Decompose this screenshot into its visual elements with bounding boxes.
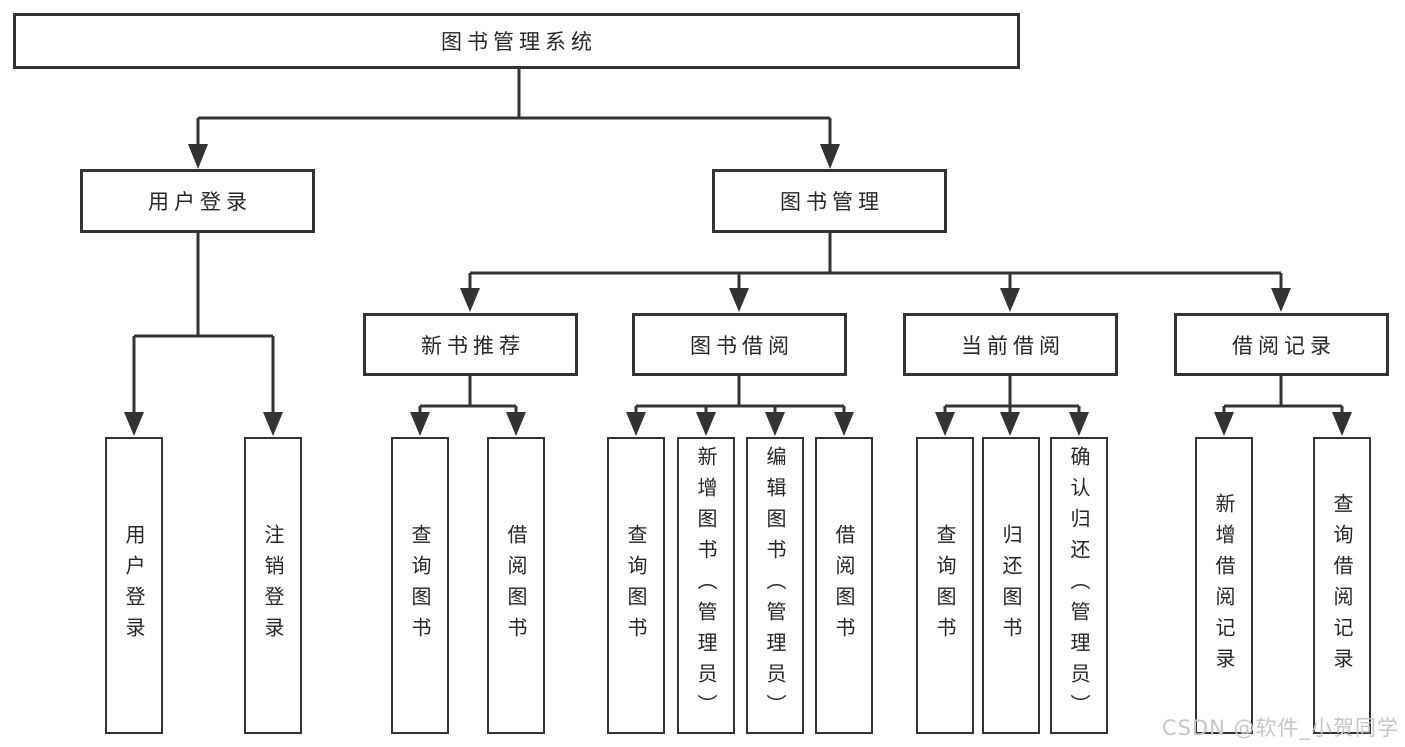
node-user-login: 用户登录 [80, 169, 315, 233]
leaf-add-borrow-record: 新增借阅记录 [1195, 437, 1253, 734]
leaf-label: 查询借阅记录 [1330, 492, 1354, 679]
node-label: 新书推荐 [421, 333, 525, 358]
node-new-book-recommend: 新书推荐 [363, 313, 578, 376]
leaf-label: 确认归还（管理员） [1067, 446, 1091, 725]
leaf-edit-books-admin: 编辑图书（管理员） [746, 437, 804, 734]
node-root-library-system: 图书管理系统 [13, 13, 1020, 69]
node-borrow-records: 借阅记录 [1174, 313, 1389, 376]
leaf-borrow-books: 借阅图书 [815, 437, 873, 734]
leaf-label: 归还图书 [999, 523, 1023, 648]
leaf-label: 借阅图书 [832, 523, 856, 648]
leaf-return-books: 归还图书 [982, 437, 1040, 734]
leaf-label: 用户登录 [122, 523, 146, 648]
leaf-label: 编辑图书（管理员） [763, 446, 787, 725]
leaf-label: 查询图书 [408, 523, 432, 648]
node-label: 借阅记录 [1232, 333, 1336, 358]
leaf-label: 新增借阅记录 [1212, 492, 1236, 679]
node-label: 图书管理系统 [441, 30, 597, 54]
leaf-user-login: 用户登录 [105, 437, 163, 734]
csdn-watermark: CSDN @软件_小贺同学 [1161, 716, 1399, 740]
leaf-query-books-borrow: 查询图书 [607, 437, 665, 734]
node-current-borrow: 当前借阅 [903, 313, 1118, 376]
leaf-query-books-current: 查询图书 [916, 437, 974, 734]
leaf-logout: 注销登录 [244, 437, 302, 734]
leaf-query-borrow-record: 查询借阅记录 [1313, 437, 1371, 734]
leaf-borrow-books-recommend: 借阅图书 [487, 437, 545, 734]
leaf-label: 查询图书 [933, 523, 957, 648]
leaf-label: 查询图书 [624, 523, 648, 648]
leaf-confirm-return-admin: 确认归还（管理员） [1050, 437, 1108, 734]
node-label: 图书管理 [780, 190, 884, 214]
leaf-add-books-admin: 新增图书（管理员） [677, 437, 735, 734]
leaf-query-books-recommend: 查询图书 [391, 437, 449, 734]
leaf-label: 借阅图书 [504, 523, 528, 648]
node-book-borrow: 图书借阅 [632, 313, 847, 376]
leaf-label: 注销登录 [261, 523, 285, 648]
node-label: 图书借阅 [690, 333, 794, 358]
node-label: 当前借阅 [961, 333, 1065, 358]
node-label: 用户登录 [148, 190, 252, 214]
node-book-management: 图书管理 [712, 169, 947, 233]
leaf-label: 新增图书（管理员） [694, 446, 718, 725]
